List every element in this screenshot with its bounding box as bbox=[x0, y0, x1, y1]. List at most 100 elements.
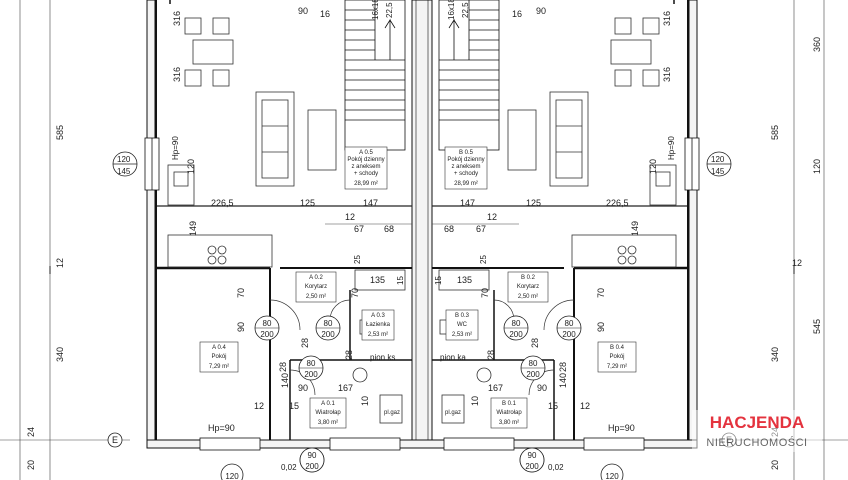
dim-226-5-r: 226,5 bbox=[606, 198, 629, 208]
windows bbox=[144, 137, 700, 451]
svg-text:28,99 m²: 28,99 m² bbox=[454, 181, 478, 187]
dim-002: 0,02 bbox=[281, 463, 297, 472]
dim-90a: 90 bbox=[236, 322, 246, 332]
dim-25: 25 bbox=[353, 255, 362, 264]
left-585: 585 bbox=[55, 125, 65, 140]
svg-text:A 0.2: A 0.2 bbox=[309, 275, 323, 281]
dim-25-r: 25 bbox=[479, 255, 488, 264]
right-unit-labels: 16 90 16x18,875 22,5 316 316 Hp=90 120 1… bbox=[434, 0, 725, 480]
svg-text:z aneksem: z aneksem bbox=[451, 164, 480, 170]
left-12: 12 bbox=[55, 258, 65, 268]
entry-label: A 0.1 Wiatrołap 3,80 m² bbox=[309, 397, 347, 429]
dim-28a: 28 bbox=[300, 338, 310, 348]
watermark-logo: HACJENDA NIERUCHOMOŚCI bbox=[692, 410, 822, 452]
dim-70a-r: 70 bbox=[480, 288, 490, 298]
dim-28b-r: 28 bbox=[486, 350, 496, 360]
door-tag-b3: 80 200 bbox=[520, 355, 546, 381]
right-340: 340 bbox=[770, 347, 780, 362]
svg-text:Korytarz: Korytarz bbox=[305, 284, 327, 290]
door-tag-a1: 80 200 bbox=[254, 315, 280, 341]
corridor-label-r: B 0.2 Korytarz 2,50 m² bbox=[507, 271, 549, 303]
svg-text:A 0.5: A 0.5 bbox=[359, 150, 373, 156]
dim-120-r: 120 bbox=[648, 159, 658, 174]
dim-147: 147 bbox=[363, 198, 378, 208]
dim-149: 149 bbox=[188, 221, 198, 236]
door-tag-a3: 80 200 bbox=[298, 355, 324, 381]
svg-text:200: 200 bbox=[526, 370, 540, 379]
margin-dims: 585 12 340 24 20 360 585 120 12 545 340 … bbox=[26, 37, 822, 470]
dim-70a: 70 bbox=[236, 288, 246, 298]
corridor-label: A 0.2 Korytarz 2,50 m² bbox=[295, 271, 337, 303]
dim-90-top: 90 bbox=[298, 6, 308, 16]
dim-125-r: 125 bbox=[526, 198, 541, 208]
svg-text:+ schody: + schody bbox=[454, 171, 478, 177]
window-label: Hp=90 bbox=[171, 136, 180, 160]
svg-text:B 0.2: B 0.2 bbox=[521, 275, 536, 281]
pl-gaz: pl.gaz bbox=[384, 410, 400, 416]
hp90b: Hp=90 bbox=[208, 423, 235, 433]
svg-text:B 0.5: B 0.5 bbox=[459, 150, 474, 156]
right-585: 585 bbox=[770, 125, 780, 140]
svg-text:80: 80 bbox=[307, 359, 316, 368]
dim-67-r: 67 bbox=[476, 224, 486, 234]
stairs-right bbox=[438, 0, 500, 151]
dim-15-r: 15 bbox=[434, 276, 443, 285]
axis-e-left: E bbox=[112, 435, 118, 445]
svg-text:3,80 m²: 3,80 m² bbox=[499, 420, 519, 426]
left-unit-labels: 90 16 16x18,875 22,5 316 316 Hp=90 120 1… bbox=[117, 0, 405, 480]
dim-68-r: 68 bbox=[444, 224, 454, 234]
win-145: 145 bbox=[117, 167, 131, 176]
svg-text:2,53 m²: 2,53 m² bbox=[368, 332, 388, 338]
svg-text:2,53 m²: 2,53 m² bbox=[452, 332, 472, 338]
entry-label-r: B 0.1 Wiatrołap 3,80 m² bbox=[490, 397, 528, 429]
dim-12b-r: 12 bbox=[580, 401, 590, 411]
win-bot-r: 120 bbox=[605, 472, 619, 480]
dim-316a: 316 bbox=[172, 11, 182, 26]
dim-28a-r: 28 bbox=[530, 338, 540, 348]
stair-sub-r: 22,5 bbox=[461, 2, 470, 18]
svg-text:WC: WC bbox=[457, 322, 468, 328]
stairs-left bbox=[344, 0, 406, 151]
dim-120: 120 bbox=[186, 159, 196, 174]
dim-002-r: 0,02 bbox=[548, 463, 564, 472]
dim-70b: 70 bbox=[350, 288, 360, 298]
door-tag-b2: 80 200 bbox=[556, 315, 582, 341]
svg-text:90: 90 bbox=[308, 451, 317, 460]
svg-text:2,50 m²: 2,50 m² bbox=[306, 294, 326, 300]
svg-text:Pokój: Pokój bbox=[609, 354, 624, 360]
dim-90b-r: 90 bbox=[537, 383, 547, 393]
door-tag-b1: 80 200 bbox=[503, 315, 529, 341]
svg-text:7,29 m²: 7,29 m² bbox=[209, 364, 229, 370]
svg-text:200: 200 bbox=[304, 370, 318, 379]
dim-12-r: 12 bbox=[487, 212, 497, 222]
svg-text:200: 200 bbox=[260, 330, 274, 339]
svg-text:200: 200 bbox=[321, 330, 335, 339]
stair-label-r: 16x18,875 bbox=[447, 0, 456, 20]
stair-label: 16x18,875 bbox=[371, 0, 380, 20]
dim-316b: 316 bbox=[172, 67, 182, 82]
window-label-r: Hp=90 bbox=[667, 136, 676, 160]
right-120: 120 bbox=[812, 159, 822, 174]
dim-140: 140 bbox=[280, 373, 290, 388]
svg-text:A 0.1: A 0.1 bbox=[321, 401, 335, 407]
dim-16-top: 16 bbox=[320, 9, 330, 19]
dim-125: 125 bbox=[300, 198, 315, 208]
dim-15b: 15 bbox=[289, 401, 299, 411]
win-120: 120 bbox=[117, 155, 131, 164]
svg-text:7,29 m²: 7,29 m² bbox=[607, 364, 627, 370]
dim-15: 15 bbox=[396, 276, 405, 285]
svg-text:2,50 m²: 2,50 m² bbox=[518, 294, 538, 300]
dim-135-r: 135 bbox=[457, 275, 472, 285]
svg-text:+ schody: + schody bbox=[354, 171, 378, 177]
dim-226-5: 226,5 bbox=[211, 198, 234, 208]
dim-140-r: 140 bbox=[558, 373, 568, 388]
svg-text:Pokój dzienny: Pokój dzienny bbox=[347, 157, 384, 163]
dim-135: 135 bbox=[370, 275, 385, 285]
walls bbox=[146, 0, 698, 449]
watermark-line1: HACJENDA bbox=[710, 413, 804, 432]
dim-68: 68 bbox=[384, 224, 394, 234]
room-label-r: B 0.4 Pokój 7,29 m² bbox=[597, 341, 637, 373]
right-360: 360 bbox=[812, 37, 822, 52]
dim-16-top-r: 16 bbox=[512, 9, 522, 19]
